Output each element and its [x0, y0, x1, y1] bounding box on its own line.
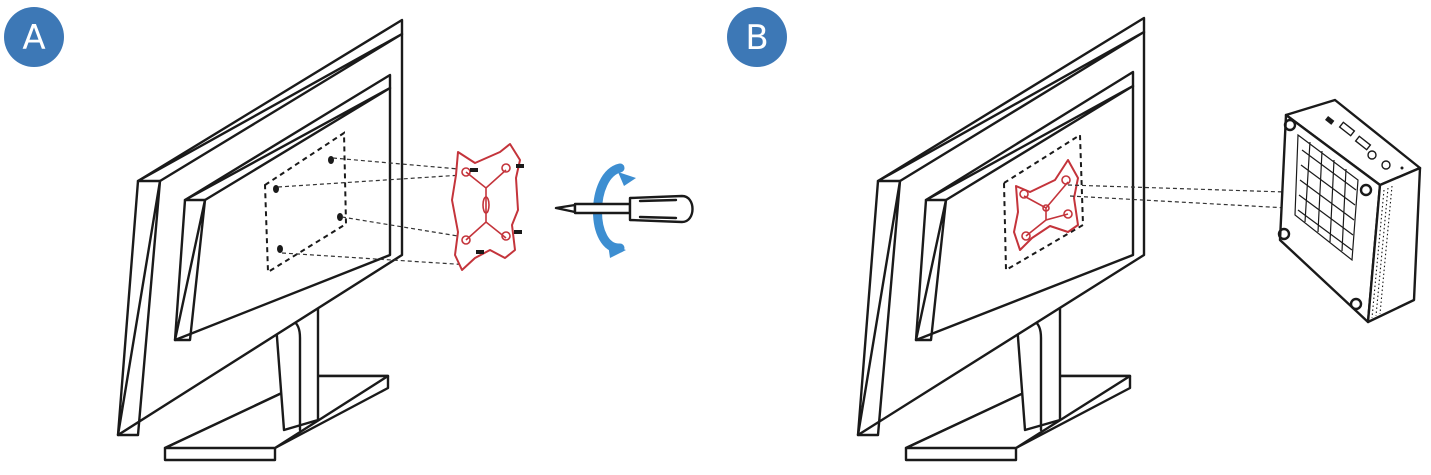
vesa-bracket-icon — [451, 143, 521, 271]
mini-pc-icon — [1277, 98, 1422, 324]
step-a-badge: A — [4, 7, 64, 67]
monitor-icon — [116, 18, 404, 462]
step-b: B — [727, 7, 1422, 462]
screw-icon — [470, 164, 524, 254]
step-b-badge: B — [727, 7, 787, 67]
alignment-lines-b — [1067, 184, 1361, 213]
screwdriver-icon — [554, 194, 694, 224]
step-a: A — [4, 7, 694, 462]
step-b-label: B — [745, 18, 768, 58]
step-a-label: A — [22, 18, 45, 58]
vesa-bracket-icon — [1013, 159, 1079, 251]
alignment-lines-a — [277, 157, 471, 266]
monitor-icon — [856, 16, 1146, 462]
